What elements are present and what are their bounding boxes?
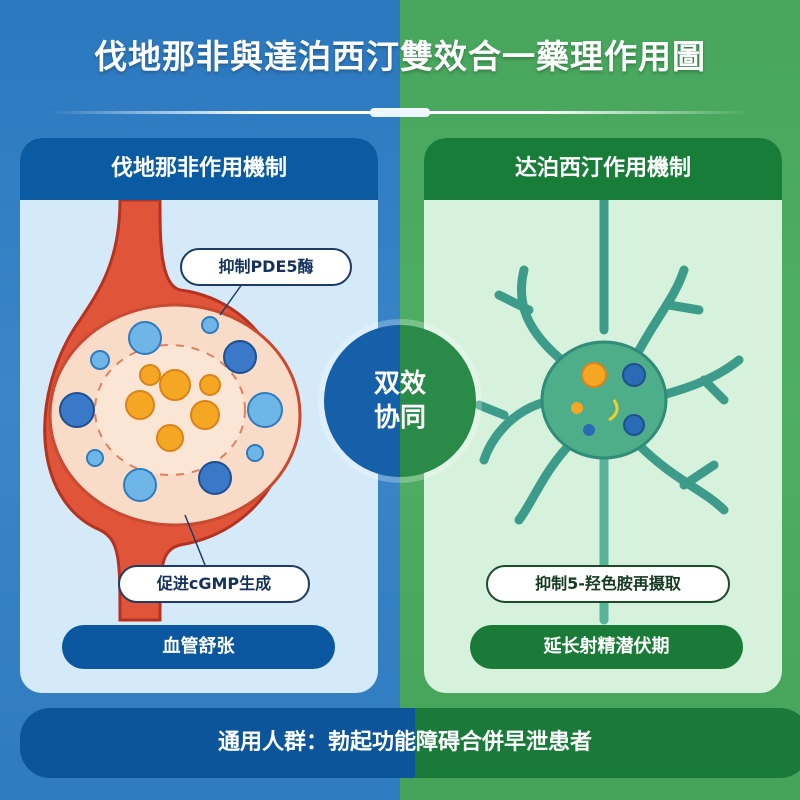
label-inhibit-serotonin-reuptake: 抑制5-羟色胺再摄取 xyxy=(486,565,730,603)
synergy-badge: 双效 协同 xyxy=(324,325,476,477)
delay-ejaculation-result: 延长射精潜伏期 xyxy=(470,625,743,669)
pde5-molecules xyxy=(59,316,283,502)
cgmp-molecules xyxy=(125,364,221,452)
synergy-line1: 双效 xyxy=(373,369,426,399)
vasodilation-result: 血管舒张 xyxy=(62,625,335,669)
dapoxetine-panel: 达泊西汀作用機制 抑制5-羟色胺再摄取 延长射精潜伏期 xyxy=(424,138,782,693)
vardenafil-panel: 伐地那非作用機制 抑制PDE5酶 促进cGMP生成 血管舒张 xyxy=(20,138,378,693)
neuron-illustration xyxy=(474,200,744,625)
divider-knob xyxy=(370,108,430,117)
synergy-line2: 协同 xyxy=(373,403,426,433)
dapoxetine-header: 达泊西汀作用機制 xyxy=(424,138,782,200)
page-title: 伐地那非與達泊西汀雙效合一藥理作用圖 xyxy=(94,37,706,76)
label-promote-cgmp: 促进cGMP生成 xyxy=(118,565,310,603)
blood-vessel-illustration xyxy=(43,200,302,622)
target-population-bar: 通用人群：勃起功能障碍合併早泄患者 xyxy=(20,708,800,778)
label-inhibit-pde5: 抑制PDE5酶 xyxy=(180,248,352,286)
vardenafil-header: 伐地那非作用機制 xyxy=(20,138,378,200)
